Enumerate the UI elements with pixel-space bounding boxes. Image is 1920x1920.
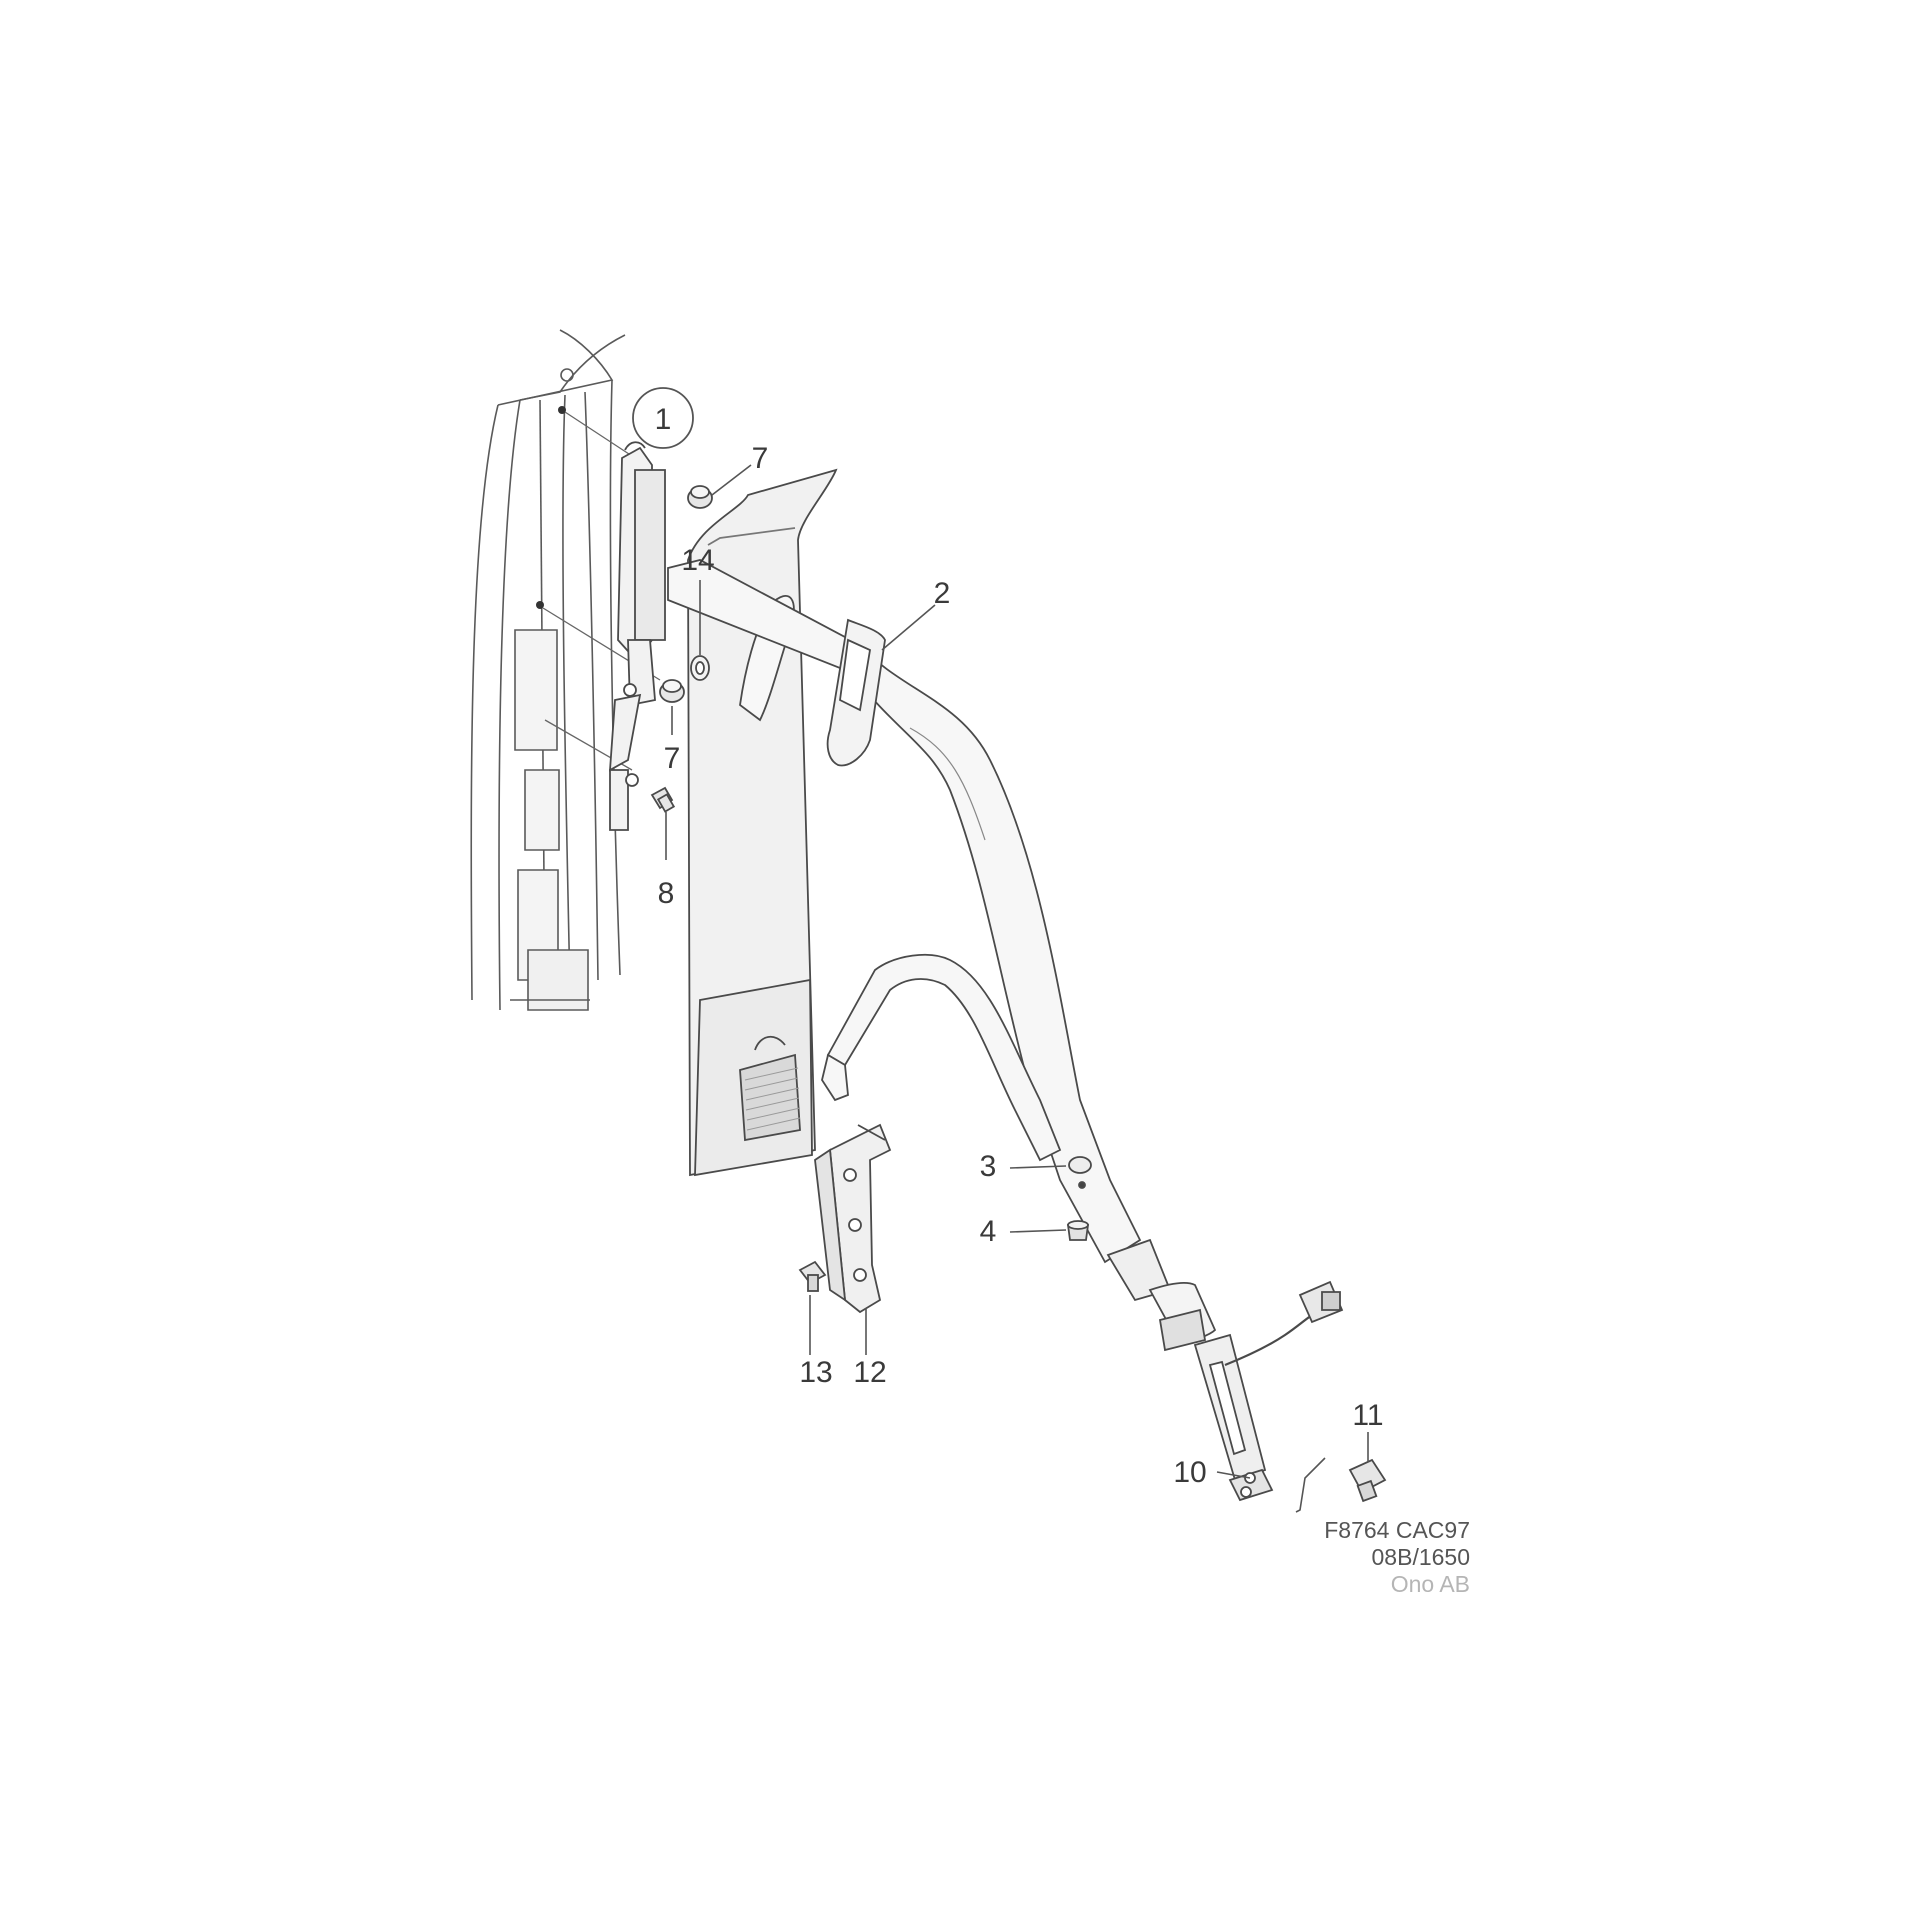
callout-8: 8 bbox=[658, 877, 675, 910]
svg-text:1: 1 bbox=[655, 403, 672, 436]
callout-12: 12 bbox=[853, 1356, 886, 1389]
d-ring-guide bbox=[828, 620, 885, 765]
body-side-frame bbox=[471, 330, 625, 1010]
nut-part-7-upper bbox=[687, 485, 713, 509]
callout-leaders bbox=[665, 464, 1369, 1513]
reference-block: F8764 CAC97 08B/1650 Ono AB bbox=[1324, 1517, 1470, 1597]
bolt-part-11 bbox=[1348, 1458, 1387, 1503]
callout-14: 14 bbox=[681, 544, 714, 577]
bolt-part-8 bbox=[650, 786, 676, 813]
callout-4: 4 bbox=[980, 1215, 997, 1248]
nut-part-7-lower bbox=[659, 679, 685, 703]
reference-line-3: Ono AB bbox=[1391, 1571, 1470, 1597]
clip-part-14 bbox=[690, 655, 710, 681]
callout-10: 10 bbox=[1173, 1456, 1206, 1489]
callout-11: 11 bbox=[1352, 1399, 1383, 1432]
reference-line-1: F8764 CAC97 bbox=[1324, 1517, 1470, 1543]
callout-7-upper: 7 bbox=[752, 442, 769, 475]
bolt-part-13 bbox=[798, 1260, 827, 1292]
reference-line-2: 08B/1650 bbox=[1372, 1544, 1470, 1570]
callout-7-lower: 7 bbox=[664, 742, 681, 775]
lap-belt-strap bbox=[822, 955, 1060, 1160]
spacer-part-4 bbox=[1066, 1220, 1090, 1241]
lower-anchor-bracket bbox=[815, 1125, 890, 1312]
callout-3: 3 bbox=[980, 1150, 997, 1183]
upper-belt-strap bbox=[668, 560, 1140, 1262]
callout-2: 2 bbox=[934, 577, 951, 610]
washer-part-3 bbox=[1068, 1156, 1092, 1189]
body-pin-marks bbox=[536, 406, 566, 609]
callout-13: 13 bbox=[799, 1356, 832, 1389]
buckle-assembly bbox=[1108, 1240, 1342, 1500]
callout-1: 1 bbox=[632, 387, 694, 449]
height-adjuster-rail bbox=[610, 442, 665, 830]
